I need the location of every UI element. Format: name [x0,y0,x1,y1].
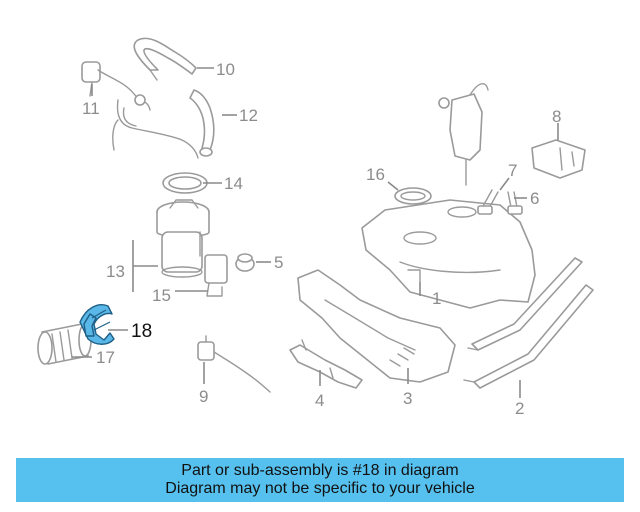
callout-14[interactable]: 14 [224,174,243,193]
part-14-seal-ring [162,172,208,194]
part-1-fuel-tank [361,199,536,309]
callout-15[interactable]: 15 [152,286,171,305]
callout-3[interactable]: 3 [403,389,412,408]
part-16-lock-ring [394,187,432,205]
part-11-vent-assembly [81,61,199,159]
callout-18[interactable]: 18 [131,321,152,342]
callout-1[interactable]: 1 [432,289,441,308]
callout-6[interactable]: 6 [530,189,539,208]
info-banner: Part or sub-assembly is #18 in diagram D… [16,458,624,502]
part-12-elbow-hose [189,89,215,157]
callout-4[interactable]: 4 [315,391,324,410]
part-17-fuel-filter [37,323,92,365]
banner-line-2: Diagram may not be specific to your vehi… [165,480,475,497]
part-13-fuel-pump [156,199,228,297]
callout-12[interactable]: 12 [239,106,258,125]
callout-5[interactable]: 5 [274,253,283,272]
part-2-tank-straps [463,257,594,389]
part-9-fuel-line [197,335,271,393]
callout-8[interactable]: 8 [552,107,561,126]
callout-13[interactable]: 13 [106,262,125,281]
callout-10[interactable]: 10 [216,60,235,79]
callout-9[interactable]: 9 [199,387,208,406]
part-6-7-fittings [477,189,523,215]
part-3-heat-shield [297,269,456,383]
part-4-bracket [289,339,363,389]
part-5-grommet [235,253,255,272]
callout-16[interactable]: 16 [366,165,385,184]
callout-11[interactable]: 11 [82,99,100,118]
banner-line-1: Part or sub-assembly is #18 in diagram [181,462,459,479]
part-18-filter-bracket [79,304,115,345]
callout-7[interactable]: 7 [508,161,517,180]
part-8-control-unit [531,139,586,179]
callout-17[interactable]: 17 [96,348,115,367]
part-10-hose [133,37,197,81]
expansion-tank [438,83,489,186]
callout-2[interactable]: 2 [515,399,524,418]
